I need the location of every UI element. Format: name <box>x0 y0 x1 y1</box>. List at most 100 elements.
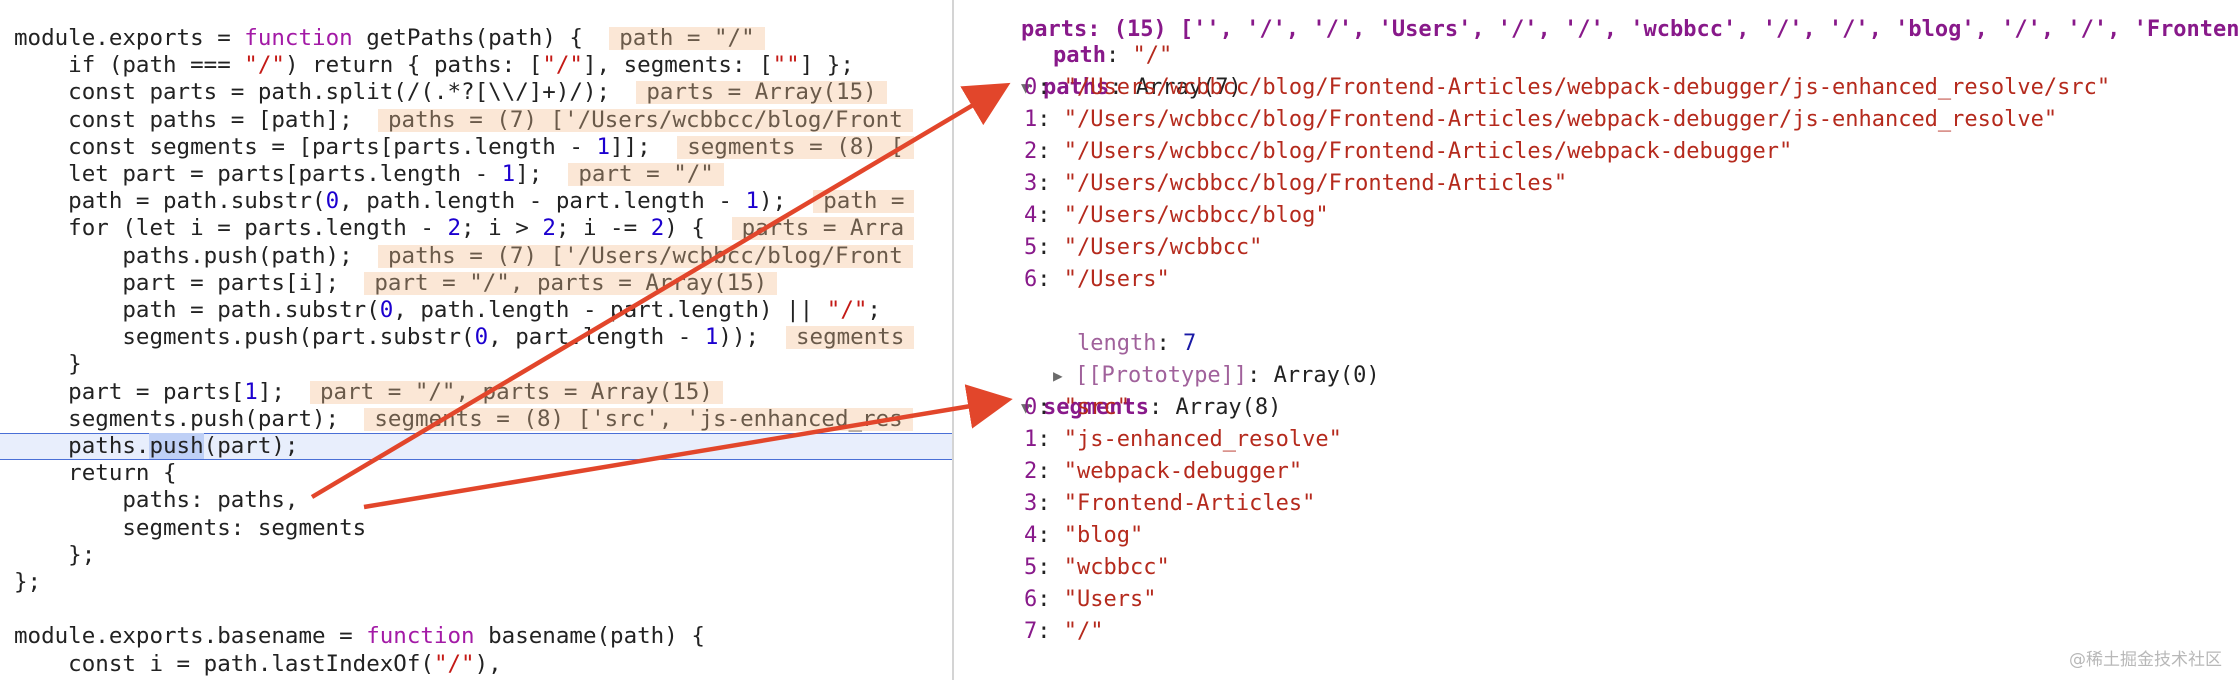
code-line[interactable]: j = path.lastIndexOf("\\"); <box>0 678 952 680</box>
scope-array-item[interactable]: 4: "/Users/wcbbcc/blog" <box>1024 200 1329 232</box>
scope-array-item[interactable]: 0: "/Users/wcbbcc/blog/Frontend-Articles… <box>1024 72 2110 104</box>
inline-value-annotation: parts = Array(15) <box>636 81 887 105</box>
array-index: 6 <box>1024 587 1038 612</box>
code-line[interactable]: module.exports.basename = function basen… <box>0 623 952 650</box>
array-value: "/Users/wcbbcc/blog/Frontend-Articles/we… <box>1063 75 2111 100</box>
scope-array-item[interactable]: 3: "/Users/wcbbcc/blog/Frontend-Articles… <box>1024 168 1567 200</box>
code-line[interactable]: part = parts[i];part = "/", parts = Arra… <box>0 270 952 297</box>
scope-row-prototype[interactable]: ▶[[Prototype]]: Array(0) <box>1000 328 1380 388</box>
code-line[interactable]: segments.push(part);segments = (8) ['src… <box>0 406 952 433</box>
scope-variables-pane[interactable]: parts: (15) ['', '/', '/', 'Users', '/',… <box>954 0 2240 680</box>
scope-value-length: 7 <box>1182 331 1197 356</box>
scope-value-path: "/" <box>1132 43 1173 68</box>
scope-array-item[interactable]: 6: "/Users" <box>1024 264 1170 296</box>
code-line[interactable]: path = path.substr(0, path.length - part… <box>0 297 952 324</box>
code-line-text: paths.push(part); <box>14 433 299 459</box>
code-line[interactable]: paths.push(part); <box>0 433 952 460</box>
code-line[interactable]: for (let i = parts.length - 2; i > 2; i … <box>0 215 952 242</box>
scope-array-item[interactable]: 4: "blog" <box>1024 520 1143 552</box>
expand-triangle-icon[interactable]: ▼ <box>1020 78 1031 97</box>
code-line[interactable]: path = path.substr(0, path.length - part… <box>0 188 952 215</box>
array-value: "/Users/wcbbcc/blog" <box>1063 203 1329 228</box>
code-line[interactable] <box>0 596 952 623</box>
code-line[interactable]: segments.push(part.substr(0, part.length… <box>0 324 952 351</box>
scope-array-item[interactable]: 3: "Frontend-Articles" <box>1024 488 1315 520</box>
code-line[interactable]: const paths = [path];paths = (7) ['/User… <box>0 107 952 134</box>
separator: : <box>1037 491 1064 516</box>
inline-value-annotation: part = "/", parts = Array(15) <box>364 271 778 295</box>
scope-key-prototype: [[Prototype]] <box>1074 363 1248 388</box>
array-value: "js-enhanced_resolve" <box>1063 427 1342 452</box>
code-line-text: const i = path.lastIndexOf("/"), <box>14 650 502 677</box>
array-value: "src" <box>1063 395 1130 420</box>
separator: : <box>1037 459 1064 484</box>
inline-value-annotation: part = "/", parts = Array(15) <box>310 380 723 404</box>
scope-array-item[interactable]: 5: "wcbbcc" <box>1024 552 1170 584</box>
scope-row-segments[interactable]: ▼segments: Array(8) <box>968 360 1281 420</box>
expand-triangle-icon[interactable]: ▼ <box>1020 398 1031 417</box>
scope-array-item[interactable]: 2: "/Users/wcbbcc/blog/Frontend-Articles… <box>1024 136 1792 168</box>
scope-row-segments-length[interactable]: length: 8 <box>1024 648 1196 680</box>
code-line-text: return { <box>14 460 177 487</box>
array-index: 2 <box>1024 139 1038 164</box>
scope-row-paths-length[interactable]: length: 7 <box>1076 331 1197 356</box>
code-line[interactable]: paths.push(path);paths = (7) ['/Users/wc… <box>0 243 952 270</box>
scope-array-item[interactable]: 6: "Users" <box>1024 584 1156 616</box>
code-line-text: j = path.lastIndexOf("\\"); <box>14 678 488 680</box>
array-index: 3 <box>1024 491 1038 516</box>
scope-array-item[interactable]: 5: "/Users/wcbbcc" <box>1024 232 1262 264</box>
inline-value-annotation: part = "/" <box>568 163 724 186</box>
code-line-text: segments.push(part.substr(0, part.length… <box>14 324 760 351</box>
separator: : <box>1037 587 1064 612</box>
code-line-text: }; <box>14 569 42 595</box>
code-line[interactable]: module.exports = function getPaths(path)… <box>0 25 952 52</box>
code-line[interactable]: if (path === "/") return { paths: ["/"],… <box>0 52 952 79</box>
code-line-text: path = path.substr(0, path.length - part… <box>14 297 881 323</box>
collapsed-triangle-icon[interactable]: ▶ <box>1052 366 1063 385</box>
scope-key-path: path <box>1052 43 1106 68</box>
number-token: 0 <box>379 297 394 323</box>
array-value: "/Users/wcbbcc/blog/Frontend-Articles" <box>1063 171 1568 196</box>
scope-row-paths[interactable]: ▼paths: Array(7) <box>968 40 1242 100</box>
scope-key-paths: paths <box>1042 75 1110 100</box>
scope-array-item[interactable]: 0: "src" <box>1024 392 1130 424</box>
code-line[interactable]: }; <box>0 569 952 596</box>
code-line[interactable]: const segments = [parts[parts.length - 1… <box>0 134 952 161</box>
watermark: @稀土掘金技术社区 <box>2069 650 2222 670</box>
inline-value-annotation: path = <box>813 190 915 214</box>
code-line-text: part = parts[1]; <box>14 378 285 405</box>
code-text-segment: (part); <box>203 433 299 459</box>
code-line-text: for (let i = parts.length - 2; i > 2; i … <box>14 215 705 242</box>
code-line[interactable]: paths: paths, <box>0 487 952 514</box>
number-token: 0 <box>325 188 340 215</box>
code-line[interactable]: } <box>0 351 952 378</box>
code-line[interactable]: }; <box>0 542 952 569</box>
scope-array-item[interactable]: 1: "js-enhanced_resolve" <box>1024 424 1342 456</box>
code-line[interactable]: let part = parts[parts.length - 1];part … <box>0 161 952 188</box>
scope-array-item[interactable]: 7: "/" <box>1024 616 1104 648</box>
inline-value-annotation: parts = Arra <box>731 217 915 241</box>
code-line-text: paths: paths, <box>14 487 299 514</box>
code-line-text: const segments = [parts[parts.length - 1… <box>14 133 651 160</box>
source-code-pane[interactable]: module.exports = function getPaths(path)… <box>0 0 952 680</box>
scope-array-item[interactable]: 1: "/Users/wcbbcc/blog/Frontend-Articles… <box>1024 104 2057 136</box>
number-token: 1 <box>704 324 719 351</box>
array-index: 1 <box>1024 427 1038 452</box>
code-line[interactable]: return { <box>0 460 952 487</box>
code-line-text: module.exports = function getPaths(path)… <box>14 25 583 51</box>
code-line[interactable]: segments: segments <box>0 515 952 542</box>
scope-row-path[interactable]: path: "/" <box>1052 43 1173 68</box>
number-token: 1 <box>596 133 611 160</box>
inline-value-annotation: segments = (8) ['src', 'js-enhanced_res <box>364 407 913 431</box>
array-index: 4 <box>1024 523 1038 548</box>
scope-array-item[interactable]: 2: "webpack-debugger" <box>1024 456 1302 488</box>
string-token: "/" <box>244 52 285 79</box>
array-value: "Users" <box>1063 587 1157 612</box>
code-line[interactable]: part = parts[1]; part = "/", parts = Arra… <box>0 379 952 406</box>
code-line[interactable]: const i = path.lastIndexOf("/"), <box>0 651 952 678</box>
selected-token[interactable]: push <box>149 433 204 459</box>
string-token: "/" <box>542 52 583 79</box>
scope-row-parts[interactable]: parts: (15) ['', '/', '/', 'Users', '/',… <box>968 0 2240 42</box>
code-line[interactable]: const parts = path.split(/(.*?[\\/]+)/);… <box>0 79 952 106</box>
array-value: "Frontend-Articles" <box>1063 491 1316 516</box>
